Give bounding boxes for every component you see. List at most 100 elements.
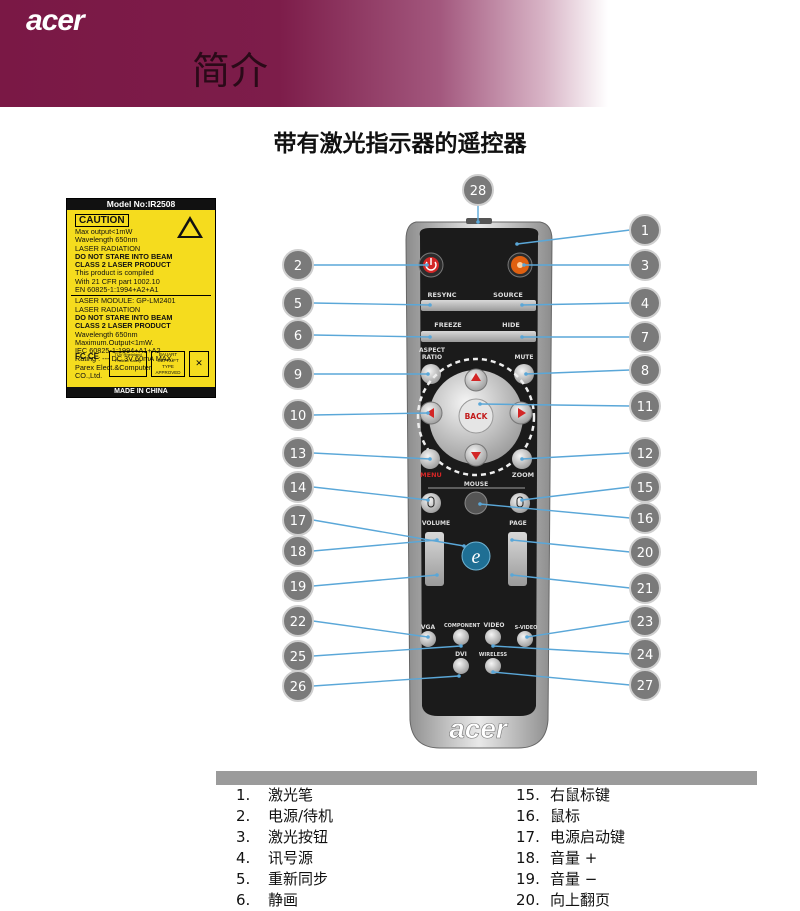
volume-label: VOLUME: [422, 520, 450, 527]
back-label: BACK: [465, 412, 489, 421]
legend-item-number: 17.: [516, 828, 540, 846]
remote-black-face: [419, 228, 539, 716]
callout-number: 28: [470, 184, 487, 199]
dpad-dashed-ring: [416, 357, 536, 477]
power-button[interactable]: [418, 252, 444, 278]
legend-item-text: 静画: [268, 891, 299, 909]
section-title: 简介: [192, 49, 269, 93]
callout-badge: [282, 570, 314, 602]
aspect-ratio-button[interactable]: [421, 364, 441, 384]
callout-badge: [282, 319, 314, 351]
svideo-button[interactable]: [517, 631, 533, 647]
mouse-label: MOUSE: [464, 481, 488, 488]
callout-leader-line: [312, 452, 431, 460]
legend-item-text: 电源/待机: [268, 807, 334, 825]
legend-item: 17.电源启动键: [516, 827, 625, 848]
callout-badge: [282, 535, 314, 567]
callout-number: 8: [641, 364, 649, 379]
callout-number: 5: [294, 297, 302, 312]
legend-item: 15.右鼠标键: [516, 785, 610, 806]
callout-badge: [629, 669, 661, 701]
callout-anchor-dot: [520, 335, 524, 339]
callout-leader-line: [312, 620, 429, 638]
label-line: LASER MODULE: GP-LM2401: [75, 296, 176, 306]
callout-number: 17: [290, 514, 307, 529]
zoom-label: ZOOM: [512, 471, 534, 479]
right-mouse-button[interactable]: [510, 493, 530, 513]
callout-badge: [282, 471, 314, 503]
legend-item-text: 右鼠标键: [550, 786, 611, 804]
callout-leader-line: [511, 539, 631, 553]
callout-leader-line: [479, 503, 631, 519]
legend-item: 18.音量 +: [516, 848, 597, 869]
callout-number: 20: [637, 546, 654, 561]
callout-badge: [629, 390, 661, 422]
callout-badge: [629, 214, 661, 246]
callout-badge: [629, 605, 661, 637]
callout-anchor-dot: [520, 498, 524, 502]
callout-number: 19: [290, 580, 307, 595]
aspect-label: ASPECT: [419, 347, 446, 354]
callout-leader-line: [312, 645, 462, 657]
label-divider: [71, 295, 211, 297]
mute-button[interactable]: [514, 364, 534, 384]
mouse-pointer-button[interactable]: [464, 491, 488, 515]
callout-anchor-dot: [524, 372, 528, 376]
callout-leader-line: [521, 452, 631, 460]
callout-leader-line: [312, 334, 431, 338]
callout-badge: [282, 670, 314, 702]
label-line: Rating : --- DC 3V 60mA MAX.: [75, 354, 174, 364]
empowering-key[interactable]: [461, 541, 491, 571]
video-button[interactable]: [485, 629, 501, 645]
volume-rocker[interactable]: [425, 532, 444, 586]
tuv-mark: TÜV Rheinland Product Safety: [109, 351, 147, 377]
legend-item: 19.音量 −: [516, 869, 597, 890]
component-button[interactable]: [453, 629, 469, 645]
callout-badge: [282, 605, 314, 637]
callout-badge: [629, 572, 661, 604]
callout-badge: [282, 437, 314, 469]
mouse-right-icon: [516, 496, 524, 508]
legend-item: 4.讯号源: [236, 848, 313, 869]
callout-badge: [629, 502, 661, 534]
back-button[interactable]: [458, 398, 494, 434]
label-line: Wavelength 650nm: [75, 329, 138, 339]
label-line: IEC 60825-1:1994+A1+A2: [75, 346, 161, 356]
wireless-button[interactable]: [485, 658, 501, 674]
callout-number: 14: [290, 481, 307, 496]
callout-anchor-dot: [525, 635, 529, 639]
page-rocker[interactable]: [508, 532, 527, 586]
vga-label: VGA: [421, 624, 436, 631]
callout-anchor-dot: [428, 303, 432, 307]
legend-item: 5.重新同步: [236, 869, 328, 890]
resync-source-rocker[interactable]: [421, 300, 536, 311]
callout-leader-line: [492, 671, 631, 686]
callout-anchor-dot: [510, 538, 514, 542]
callout-leader-line: [525, 369, 631, 375]
callout-badge: [629, 321, 661, 353]
callout-number: 7: [641, 331, 649, 346]
legend-item-number: 4.: [236, 849, 251, 867]
left-mouse-button[interactable]: [421, 493, 441, 513]
callout-badge: [629, 437, 661, 469]
wireless-label: WIRELESS: [479, 652, 508, 658]
hide-label: HIDE: [502, 321, 520, 329]
callout-badge: [462, 174, 494, 206]
arrow-down-icon: [471, 452, 481, 460]
remote-acer-logo: acer: [449, 713, 509, 744]
freeze-hide-rocker[interactable]: [421, 331, 536, 342]
dvi-button[interactable]: [453, 658, 469, 674]
callout-number: 18: [290, 545, 307, 560]
label-line: This product is compiled: [75, 268, 154, 278]
label-model: Model No:IR2508: [67, 199, 215, 210]
legend-item-number: 16.: [516, 807, 540, 825]
mute-label: MUTE: [514, 354, 533, 361]
label-line: Max output<1mW: [75, 227, 133, 236]
vga-button[interactable]: [420, 631, 436, 647]
callout-leader-line: [516, 229, 631, 245]
callout-anchor-dot: [428, 335, 432, 339]
label-line: Wavelength 650nm: [75, 235, 138, 245]
callout-number: 11: [637, 400, 654, 415]
legend-item-number: 20.: [516, 891, 540, 909]
callout-number: 24: [637, 648, 654, 663]
